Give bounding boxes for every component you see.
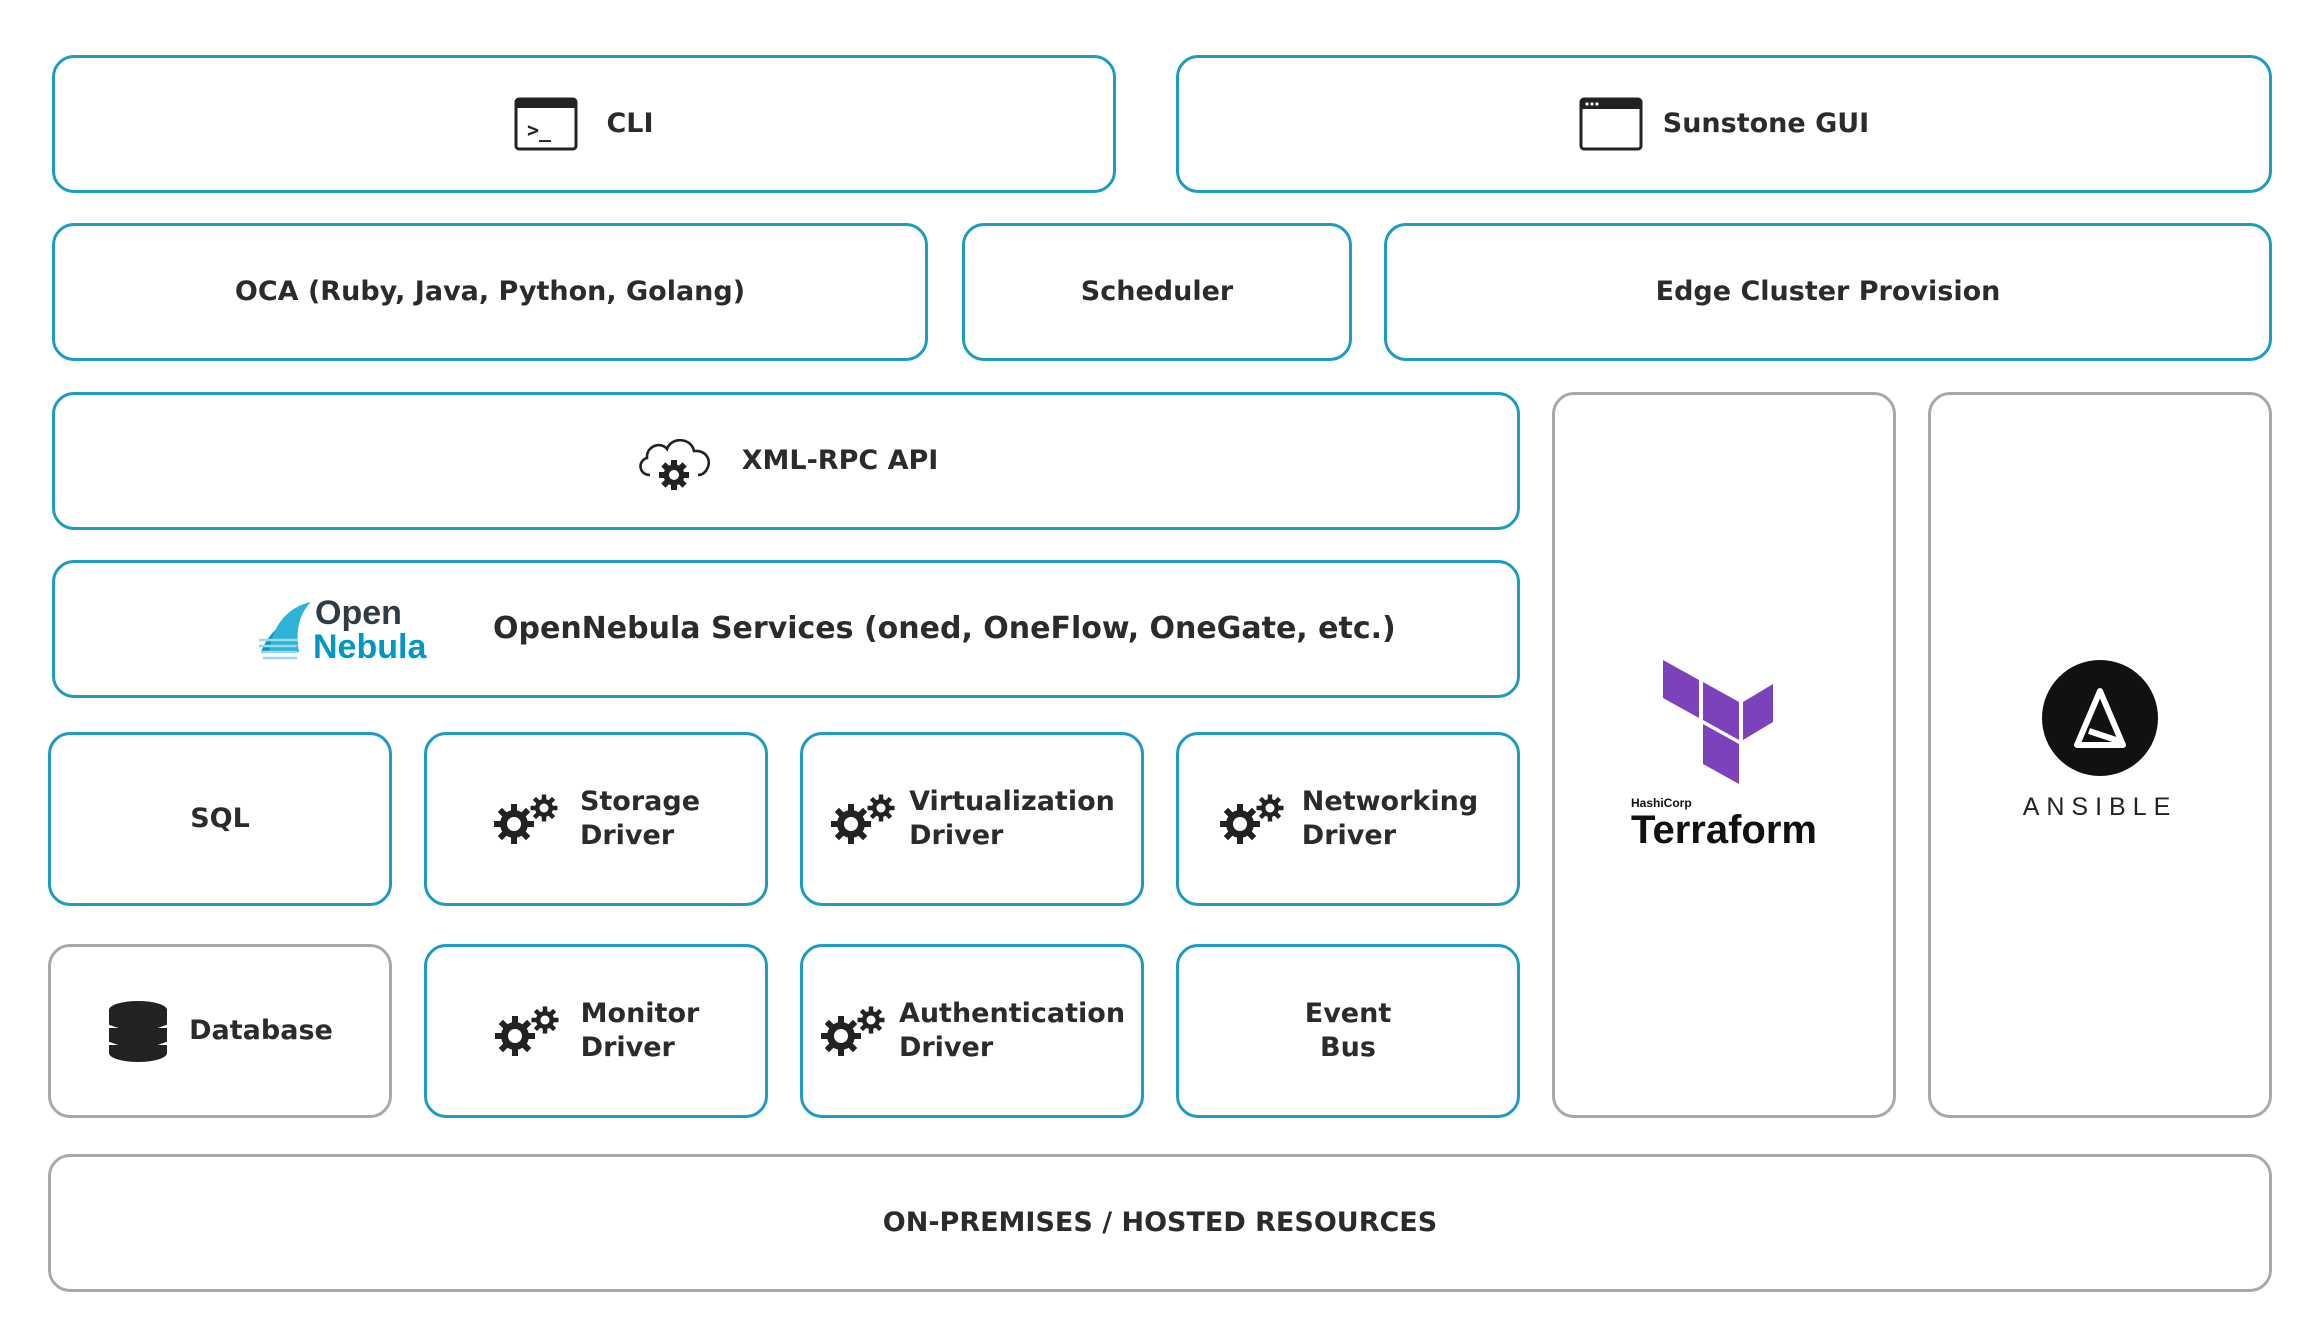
monitor-driver-box: Monitor Driver <box>424 944 768 1118</box>
scheduler-label: Scheduler <box>1080 276 1234 307</box>
cloud-gear-icon <box>634 429 716 493</box>
storage-driver-line2: Driver <box>579 820 675 851</box>
scheduler-box: Scheduler <box>962 223 1352 361</box>
opennebula-services-label: OpenNebula Services (oned, OneFlow, OneG… <box>493 611 1396 646</box>
networking-driver-box: Networking Driver <box>1176 732 1520 906</box>
terraform-name: Terraform <box>1631 808 1817 852</box>
virtualization-driver-line1: Virtualization <box>909 786 1115 817</box>
oca-box: OCA (Ruby, Java, Python, Golang) <box>52 223 928 361</box>
sunstone-gui-label: Sunstone GUI <box>1662 108 1870 139</box>
event-bus-box: Event Bus <box>1176 944 1520 1118</box>
browser-window-icon <box>1579 97 1643 151</box>
cli-box: >_ CLI <box>52 55 1116 193</box>
sunstone-gui-box: Sunstone GUI <box>1176 55 2272 193</box>
on-premises-hosted-resources-label: ON-PREMISES / HOSTED RESOURCES <box>882 1207 1438 1238</box>
networking-driver-line2: Driver <box>1301 820 1397 851</box>
sql-label: SQL <box>190 803 250 834</box>
xml-rpc-api-label: XML-RPC API <box>741 445 939 476</box>
edge-cluster-provision-box: Edge Cluster Provision <box>1384 223 2272 361</box>
terraform-hashicorp-label: HashiCorp <box>1631 796 1692 810</box>
on-premises-hosted-resources-box: ON-PREMISES / HOSTED RESOURCES <box>48 1154 2272 1292</box>
storage-driver-line1: Storage <box>579 786 701 817</box>
networking-driver-line1: Networking <box>1301 786 1479 817</box>
monitor-driver-line2: Driver <box>580 1032 675 1063</box>
edge-cluster-provision-label: Edge Cluster Provision <box>1655 276 2001 307</box>
database-icon <box>107 1000 169 1062</box>
authentication-driver-box: Authentication Driver <box>800 944 1144 1118</box>
virtualization-driver-box: Virtualization Driver <box>800 732 1144 906</box>
monitor-driver-line1: Monitor <box>580 998 700 1029</box>
xml-rpc-api-box: XML-RPC API <box>52 392 1520 530</box>
ansible-name: ANSIBLE <box>2022 792 2178 821</box>
gears-icon <box>1218 792 1286 846</box>
cli-label: CLI <box>606 108 654 139</box>
oca-label: OCA (Ruby, Java, Python, Golang) <box>234 276 746 307</box>
terminal-icon: >_ <box>514 97 578 151</box>
authentication-driver-line2: Driver <box>898 1032 994 1063</box>
gears-icon <box>493 1004 561 1058</box>
sql-box: SQL <box>48 732 392 906</box>
event-bus-line1: Event <box>1304 998 1392 1029</box>
authentication-driver-line1: Authentication <box>898 998 1126 1029</box>
opennebula-logo-nebula: Nebula <box>313 628 427 664</box>
event-bus-line2: Bus <box>1320 1032 1376 1063</box>
opennebula-logo-open: Open <box>315 594 402 632</box>
ansible-logo-icon <box>2041 659 2159 777</box>
gears-icon <box>492 792 560 846</box>
database-box: Database <box>48 944 392 1118</box>
database-label: Database <box>189 1015 333 1046</box>
terraform-logo-icon <box>1661 660 1775 786</box>
virtualization-driver-line2: Driver <box>909 820 1004 851</box>
storage-driver-box: Storage Driver <box>424 732 768 906</box>
terraform-box: HashiCorp Terraform <box>1552 392 1896 1118</box>
gears-icon <box>829 792 897 846</box>
ansible-box: ANSIBLE <box>1928 392 2272 1118</box>
svg-text:>_: >_ <box>527 118 552 142</box>
gears-icon <box>819 1004 887 1058</box>
opennebula-logo: Open Nebula <box>257 594 441 664</box>
opennebula-services-box: Open Nebula OpenNebula Services (oned, O… <box>52 560 1520 698</box>
